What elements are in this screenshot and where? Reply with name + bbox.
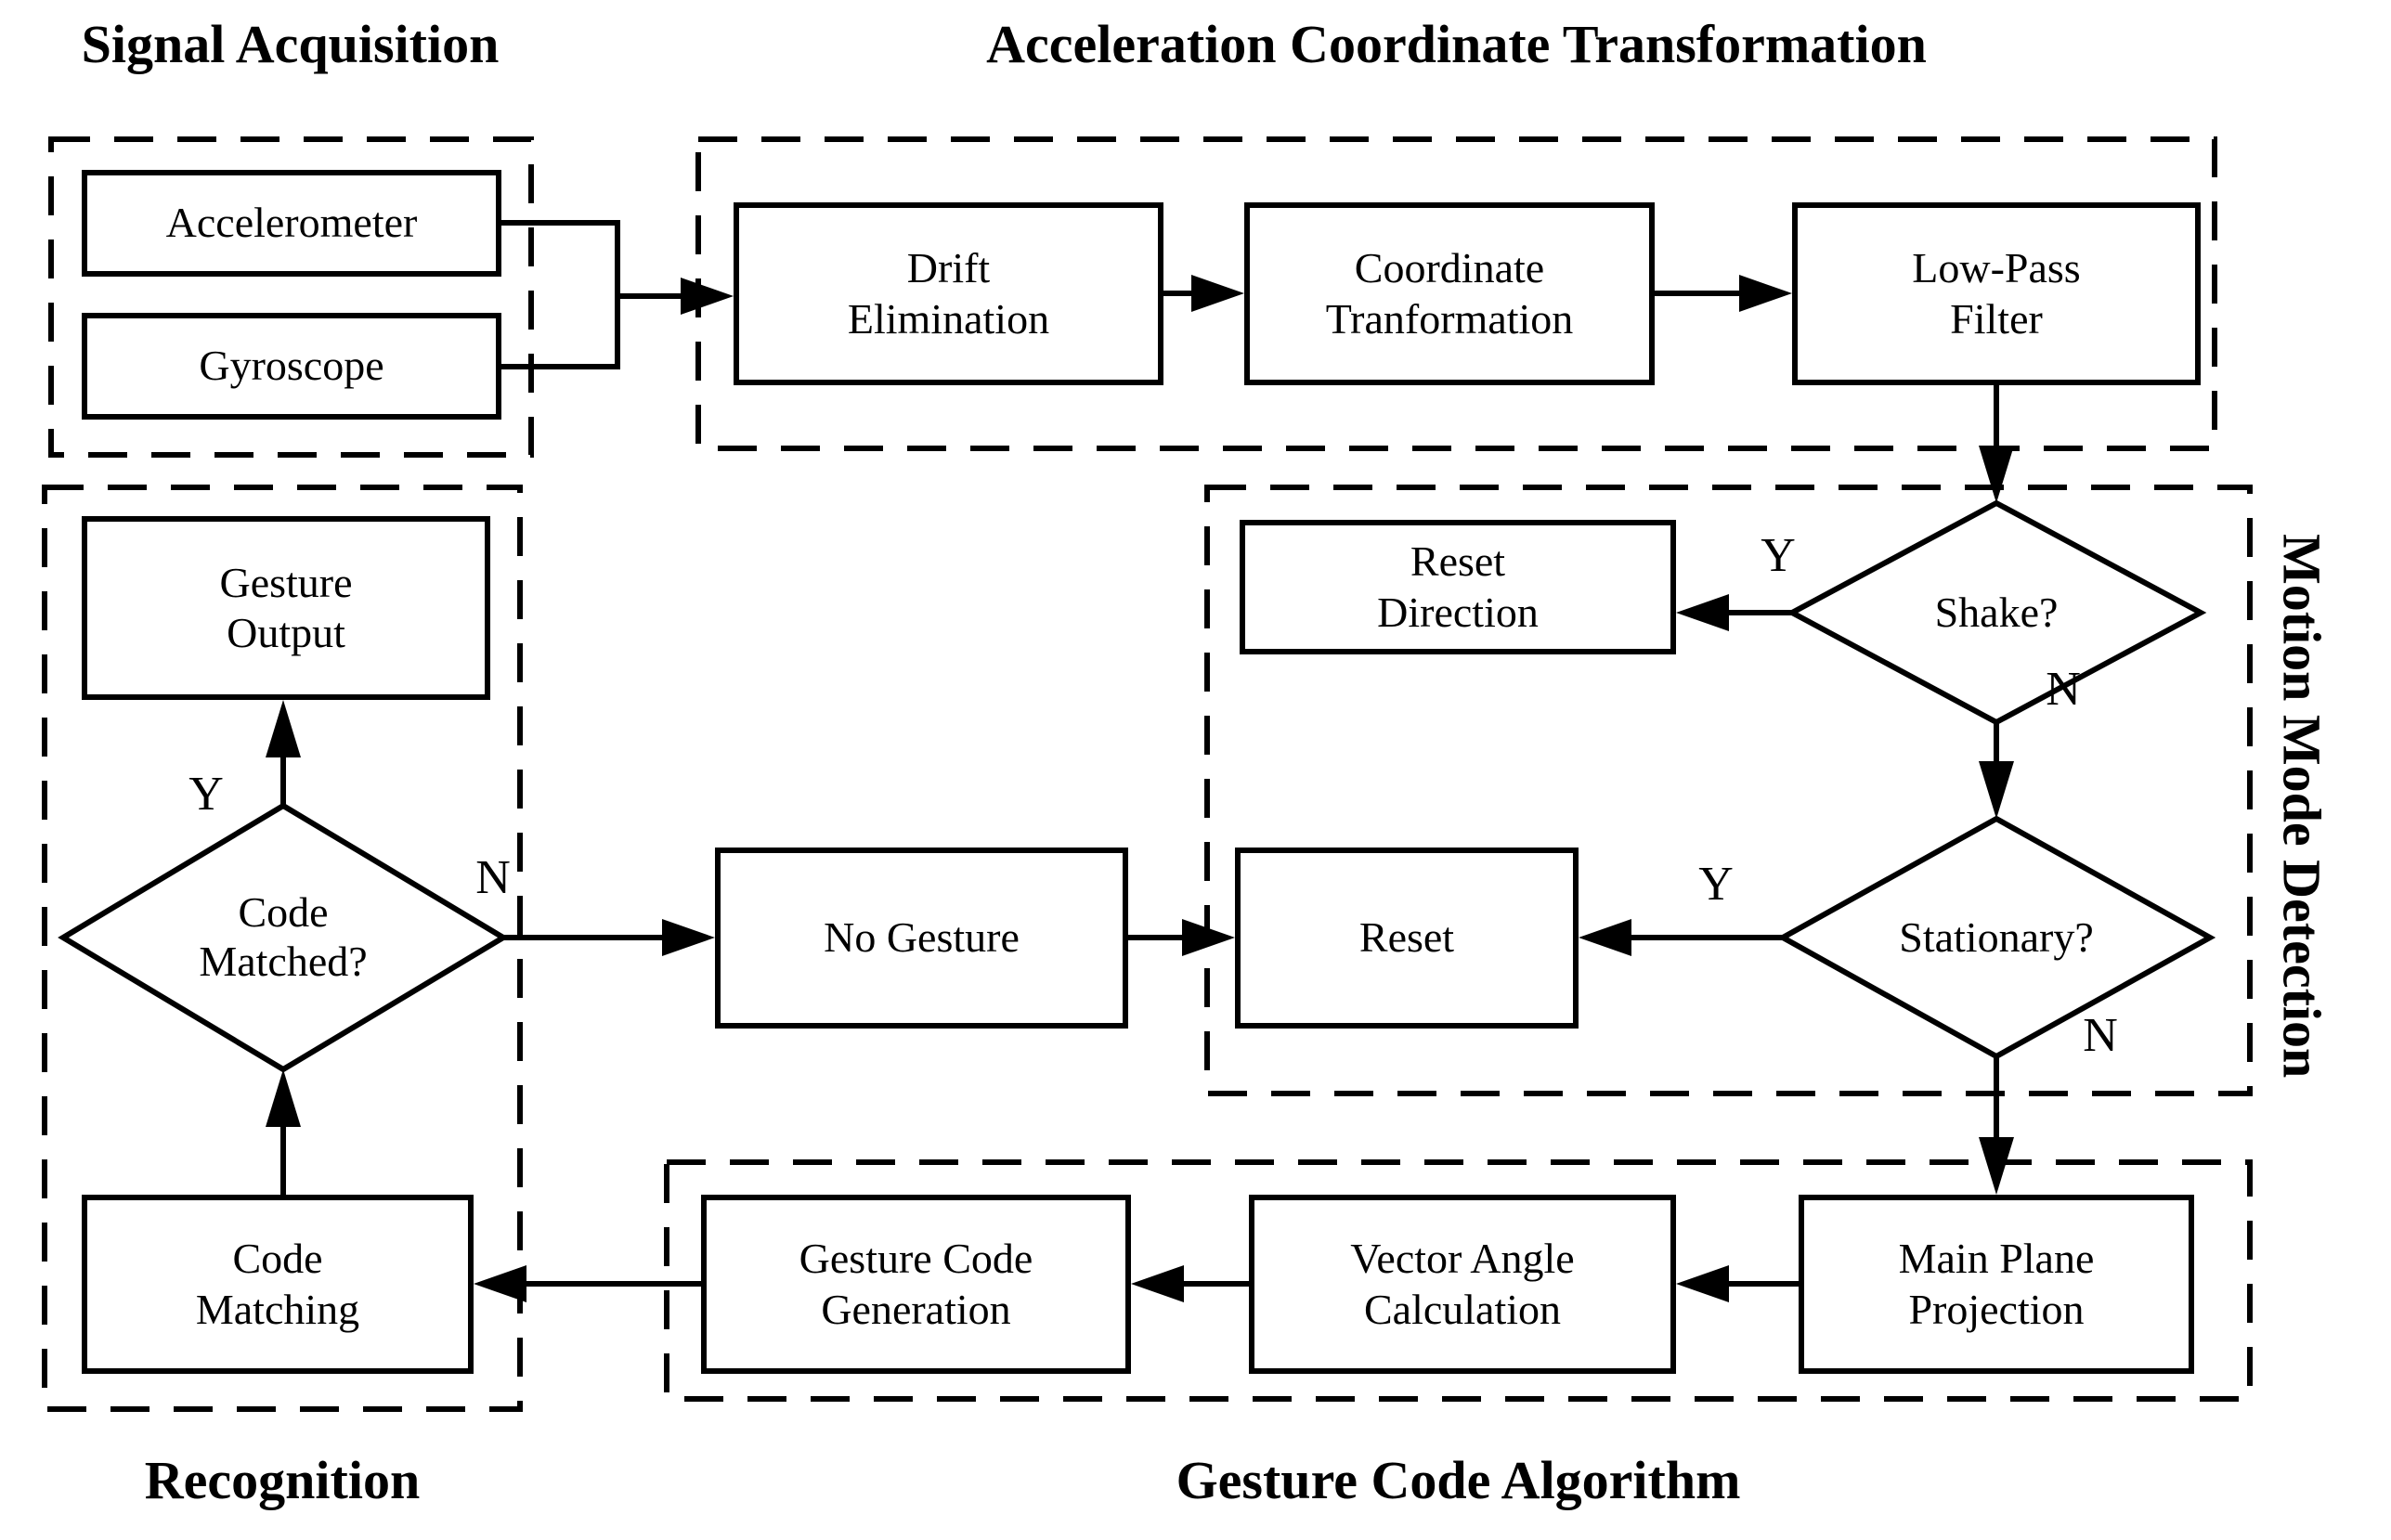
arrowhead-calculation-to-generation bbox=[1131, 1265, 1184, 1302]
recognition-title: Recognition bbox=[144, 1449, 421, 1510]
code-matched-diamond bbox=[58, 802, 509, 1073]
main-plane-projection-box: Main Plane Projection bbox=[1799, 1195, 2194, 1374]
code-matching-box: Code Matching bbox=[82, 1195, 474, 1374]
shake-no-label: N bbox=[2046, 662, 2081, 716]
shake-diamond bbox=[1786, 499, 2207, 726]
gesture-output-box: Gesture Output bbox=[82, 516, 490, 700]
edge-sensors-merge bbox=[501, 220, 683, 369]
no-gesture-box: No Gesture bbox=[715, 848, 1128, 1029]
stationary-no-label: N bbox=[2083, 1008, 2118, 1062]
arrowhead-sensors-to-drift bbox=[681, 278, 734, 315]
arrowhead-drift-to-coordinate bbox=[1191, 275, 1244, 312]
shake-label: Shake? bbox=[1934, 588, 2059, 636]
arrowhead-shake-no bbox=[1979, 761, 2014, 819]
shake-yes-label: Y bbox=[1761, 528, 1796, 582]
acceleration-coordinate-transformation-title: Acceleration Coordinate Transformation bbox=[986, 14, 1927, 74]
arrowhead-no-gesture-to-reset bbox=[1182, 919, 1235, 956]
signal-acquisition-section-border bbox=[48, 136, 534, 458]
motion-mode-detection-section-border bbox=[1204, 485, 2253, 1096]
gyroscope-box: Gyroscope bbox=[82, 313, 501, 420]
arrowhead-generation-to-matching bbox=[474, 1265, 526, 1302]
arrowhead-coordinate-to-lowpass bbox=[1739, 275, 1792, 312]
drift-elimination-box: Drift Elimination bbox=[734, 202, 1163, 385]
arrowhead-code-matched-yes bbox=[266, 700, 301, 757]
code-matched-yes-label: Y bbox=[188, 767, 224, 821]
code-matched-label: Code Matched? bbox=[199, 888, 368, 985]
accelerometer-box: Accelerometer bbox=[82, 170, 501, 277]
reset-direction-box: Reset Direction bbox=[1240, 520, 1676, 654]
arrowhead-shake-yes bbox=[1676, 594, 1729, 631]
stationary-yes-label: Y bbox=[1698, 857, 1734, 911]
coordinate-tranformation-box: Coordinate Tranformation bbox=[1244, 202, 1655, 385]
stationary-diamond bbox=[1776, 815, 2216, 1060]
code-matched-no-label: N bbox=[475, 850, 511, 904]
arrowhead-code-matched-no bbox=[662, 919, 715, 956]
motion-mode-detection-title: Motion Mode Detection bbox=[2271, 533, 2333, 1079]
arrowhead-matching-to-matched bbox=[266, 1069, 301, 1127]
low-pass-filter-box: Low-Pass Filter bbox=[1792, 202, 2201, 385]
gesture-code-generation-box: Gesture Code Generation bbox=[701, 1195, 1131, 1374]
arrowhead-stationary-no bbox=[1979, 1137, 2014, 1195]
arrowhead-stationary-yes bbox=[1579, 919, 1631, 956]
arrowhead-lowpass-to-shake bbox=[1979, 446, 2014, 503]
gesture-code-algorithm-section-border bbox=[664, 1159, 2253, 1402]
reset-box: Reset bbox=[1235, 848, 1579, 1029]
arrowhead-projection-to-calculation bbox=[1676, 1265, 1729, 1302]
gesture-code-algorithm-title: Gesture Code Algorithm bbox=[1176, 1449, 1741, 1510]
signal-acquisition-title: Signal Acquisition bbox=[81, 14, 500, 74]
vector-angle-calculation-box: Vector Angle Calculation bbox=[1249, 1195, 1676, 1374]
stationary-label: Stationary? bbox=[1899, 912, 2094, 961]
